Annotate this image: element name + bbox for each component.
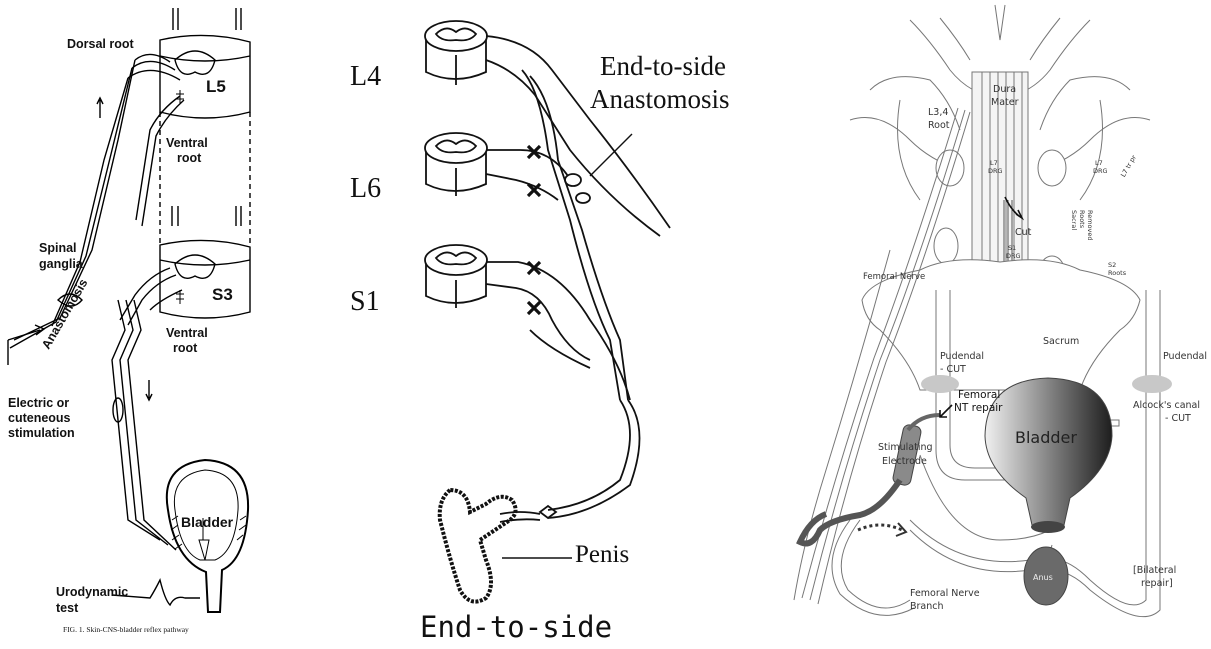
femoral-branch-label-1: Femoral Nerve [910, 589, 980, 599]
anastomosis-label-2: Anastomosis [590, 85, 730, 113]
bladder-shape [985, 378, 1112, 525]
l7-drg-left-label-1: L7 [990, 160, 998, 167]
s1-drg-label-1: S1 [1008, 245, 1016, 252]
pudendal-right-label: Pudendal [1163, 352, 1207, 362]
s2-roots-label-1: S2 [1108, 262, 1116, 269]
end-to-side-panel: L4 L6 S1 End-to-side Anastomosis Penis E… [290, 0, 790, 649]
femoral-nt-label-2: NT repair [954, 403, 1003, 414]
sacral-roots-label-2: Roots [1078, 210, 1085, 228]
ventral-root-top-label-2: root [177, 152, 201, 165]
s3-segment [160, 240, 250, 318]
urodynamic-label-1: Urodynamic [56, 586, 128, 599]
figure-caption: FIG. 1. Skin-CNS-bladder reflex pathway [63, 626, 189, 634]
ventral-root-bottom-label-1: Ventral [166, 327, 208, 340]
femoral-nerve-repair-panel: Dura Mater L3,4 Root L7 DRG L7 DRG L7 tr… [790, 0, 1211, 649]
stimulation-label-3: stimulation [8, 427, 75, 440]
l4-segment [425, 21, 487, 85]
urodynamic-label-2: test [56, 602, 78, 615]
femoral-nerve-label: Femoral Nerve [863, 273, 925, 282]
stimulating-electrode [892, 424, 922, 486]
dorsal-root-label: Dorsal root [67, 38, 134, 51]
bilateral-label-2: repair] [1141, 579, 1173, 589]
sacral-roots-label-1: Sacral [1070, 210, 1077, 230]
root-l34-label-2: Root [928, 121, 950, 131]
electrode-label-2: Electrode [882, 457, 927, 467]
s1-label: S1 [350, 287, 380, 316]
reflex-pathway-drawing [0, 0, 290, 649]
root-l34-label-1: L3,4 [928, 108, 948, 118]
spinal-ganglia-label-1: Spinal [39, 242, 77, 255]
penis-label: Penis [575, 542, 629, 568]
alcock-label-2: - CUT [1165, 414, 1191, 424]
s2-roots-label-2: Roots [1108, 270, 1126, 277]
stimulation-label-2: cuteneous [8, 412, 71, 425]
s1-drg-label-2: DRG [1006, 253, 1021, 260]
spinal-ganglia-label-2: ganglia [39, 258, 83, 271]
femoral-branch-label-2: Branch [910, 602, 944, 612]
sacrum-label: Sacrum [1043, 337, 1079, 347]
l7-drg-left-label-2: DRG [988, 168, 1003, 175]
l6-segment [425, 133, 487, 196]
alcock-label-1: Alcock's canal [1133, 401, 1200, 411]
sacral-roots-label-3: Removed [1086, 210, 1093, 241]
l4-label: L4 [350, 62, 381, 91]
s3-label: S3 [212, 286, 233, 304]
bilateral-label-1: [Bilateral [1133, 566, 1176, 576]
bladder-label: Bladder [1015, 430, 1077, 447]
ventral-root-bottom-label-2: root [173, 342, 197, 355]
electrode-label-1: Stimulating [878, 443, 933, 453]
l6-label: L6 [350, 174, 381, 203]
bladder-label: Bladder [181, 515, 233, 530]
pudendal-left-label-1: Pudendal [940, 352, 984, 362]
l5-label: L5 [206, 78, 226, 96]
femoral-nt-label-1: Femoral [958, 390, 1000, 401]
dura-label-1: Dura [993, 85, 1016, 95]
pudendal-left-label-2: - CUT [940, 365, 966, 375]
l7-drg-right-label-2: DRG [1093, 168, 1108, 175]
end-to-side-caption: End-to-side [420, 612, 612, 642]
cut-top-label: Cut [1015, 228, 1031, 238]
penis-shape [440, 490, 516, 602]
dura-label-2: Mater [991, 98, 1019, 108]
s1-segment [425, 245, 487, 308]
bladder-shape [167, 460, 248, 612]
reflex-pathway-panel: Dorsal root L5 Ventral root Spinal gangl… [0, 0, 290, 649]
anus-label: Anus [1033, 574, 1053, 582]
l7-drg-right-label-1: L7 [1095, 160, 1103, 167]
anastomosis-label-1: End-to-side [600, 52, 726, 80]
ventral-root-top-label-1: Ventral [166, 137, 208, 150]
stimulation-label-1: Electric or [8, 397, 69, 410]
